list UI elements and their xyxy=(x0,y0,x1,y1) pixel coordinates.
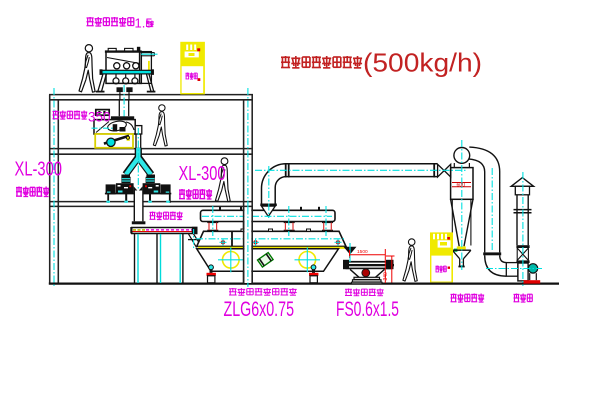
svg-text:1500: 1500 xyxy=(357,249,368,255)
svg-text:ZLG6x0.75: ZLG6x0.75 xyxy=(224,298,295,321)
svg-text:600: 600 xyxy=(457,183,466,189)
svg-text:1.5: 1.5 xyxy=(135,16,153,31)
svg-text:350: 350 xyxy=(88,110,111,125)
svg-text:FS0.6x1.5: FS0.6x1.5 xyxy=(336,298,399,321)
svg-text:340: 340 xyxy=(383,272,389,281)
svg-text:XL-300: XL-300 xyxy=(179,163,226,185)
svg-text:(500kg/h): (500kg/h) xyxy=(363,48,482,78)
svg-text:XL-300: XL-300 xyxy=(15,159,63,181)
